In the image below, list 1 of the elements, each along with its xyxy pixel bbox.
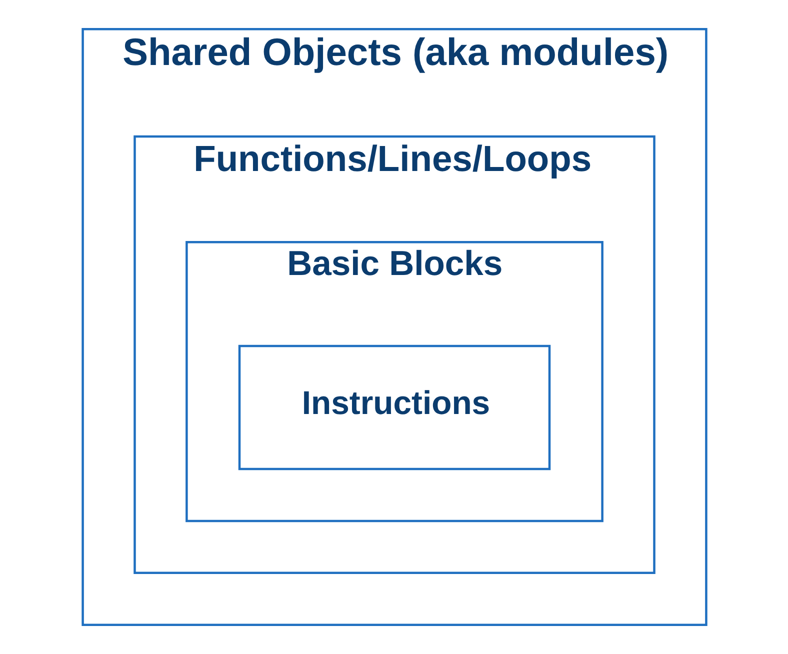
node-box: Instructions [238,344,550,470]
